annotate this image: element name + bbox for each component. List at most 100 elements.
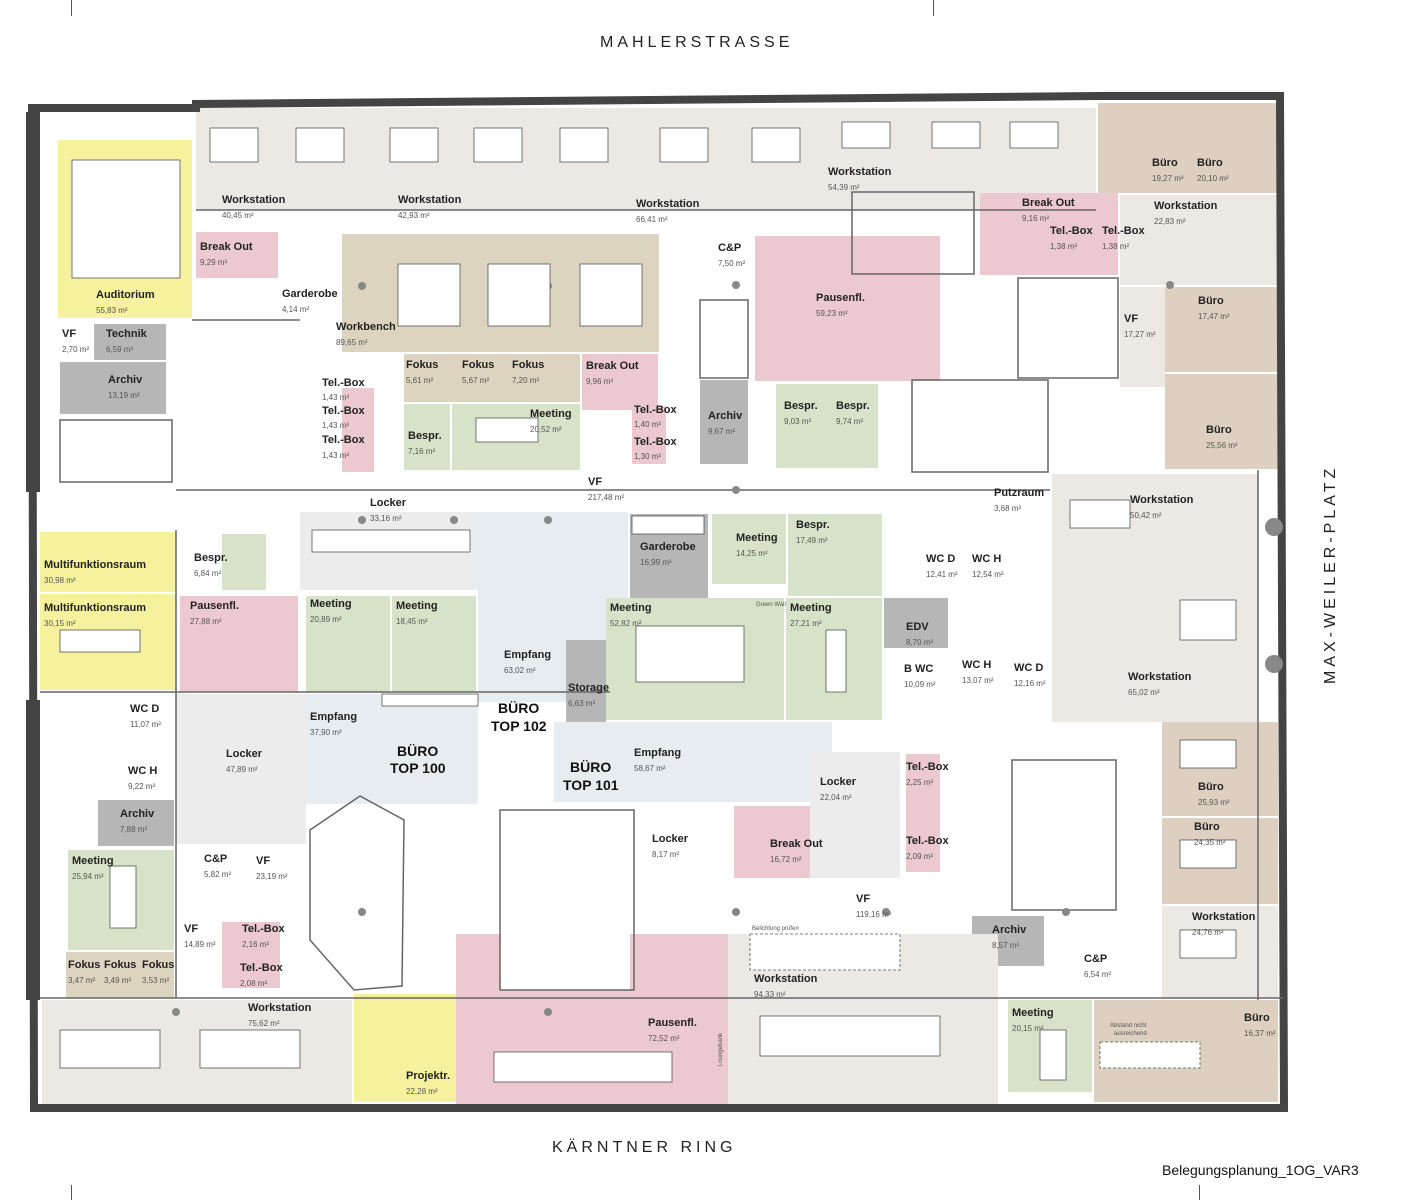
room-name-garderobe-a: Garderobe (282, 288, 338, 300)
zone-fokus-low (66, 952, 174, 998)
note-lounge: Loungebank (718, 1032, 724, 1066)
room-name-ws-b: Workstation (398, 194, 462, 206)
multi-table (59, 629, 141, 653)
column (732, 281, 740, 289)
room-area-buero-d: 25,56 m² (1206, 441, 1238, 450)
zone-bespr-d (222, 534, 266, 590)
desk-cluster (659, 127, 709, 163)
elevator-block (911, 379, 1049, 473)
room-area-fokus-f: 3,53 m² (142, 976, 169, 985)
desk-cluster (1069, 499, 1131, 529)
rotunda (309, 795, 405, 991)
room-name-breakout-a: Break Out (200, 241, 253, 253)
room-name-ws-h: Workstation (1192, 911, 1256, 923)
room-name-wcd-a: WC D (926, 553, 955, 565)
room-name-ws-a: Workstation (222, 194, 286, 206)
room-area-vf-c: 217,48 m² (588, 493, 624, 502)
desk-cluster (559, 127, 609, 163)
room-name-vf-c: VF (588, 476, 602, 488)
room-name-telbox-h: Tel.-Box (906, 761, 949, 773)
column (358, 282, 366, 290)
room-area-telbox-j: 2,16 m² (242, 940, 269, 949)
room-area-meeting-b: 14,25 m² (736, 549, 768, 558)
zone-meeting-d (392, 596, 476, 692)
room-name-fokus-a: Fokus (406, 359, 438, 371)
room-name-locker-b: Locker (226, 748, 263, 760)
meeting-table (109, 865, 137, 929)
room-name-meeting-h: Meeting (1012, 1007, 1054, 1019)
room-area-ws-a: 40,45 m² (222, 211, 254, 220)
zone-bespr-a (404, 404, 450, 470)
locker-row (311, 529, 471, 553)
room-name-bespr-e: Bespr. (796, 519, 830, 531)
room-name-archiv-b: Archiv (708, 410, 743, 422)
room-area-pausen-b: 27,88 m² (190, 617, 222, 626)
room-name-breakout-b: Break Out (1022, 197, 1075, 209)
room-name-telbox-e: Tel.-Box (322, 434, 365, 446)
room-area-cp-a: 7,50 m² (718, 259, 745, 268)
room-name-breakout-d: Break Out (770, 838, 823, 850)
zone-reception-101 (554, 722, 832, 802)
note-abstand-1: Abstand nicht (1110, 1023, 1147, 1029)
room-area-locker-b: 47,89 m² (226, 765, 258, 774)
core-block-bottom (499, 809, 635, 991)
room-name-telbox-g: Tel.-Box (634, 436, 677, 448)
room-name-bespr-b: Bespr. (784, 400, 818, 412)
room-area-archiv-a: 13,19 m² (108, 391, 140, 400)
workbench-table (579, 263, 643, 327)
desk-cluster (751, 127, 801, 163)
note-belichtung: Belichtung prüfen (752, 926, 799, 932)
room-area-wcd-a: 12,41 m² (926, 570, 958, 579)
room-name-multi-b: Multifunktionsraum (44, 602, 146, 614)
column (882, 908, 890, 916)
plan-caption: Belegungsplanung_1OG_VAR3 (1162, 1162, 1359, 1178)
room-name-ws-i: Workstation (754, 973, 818, 985)
walls (26, 92, 1289, 1112)
room-name-locker-c: Locker (820, 776, 857, 788)
room-area-meeting-h: 20,15 m² (1012, 1024, 1044, 1033)
locker-row (381, 693, 479, 707)
room-name-fokus-b: Fokus (462, 359, 494, 371)
columns (172, 281, 1283, 1016)
room-name-pausen-b: Pausenfl. (190, 600, 239, 612)
desk-cluster (1179, 839, 1237, 869)
zone-bespr-bc (776, 384, 878, 468)
zone-storage (566, 640, 606, 722)
room-name-vf-a: VF (62, 328, 76, 340)
auditorium-seats (71, 159, 181, 279)
room-name-cp-c: C&P (1084, 953, 1107, 965)
zone-breakout-b (980, 193, 1118, 275)
desk-cluster (295, 127, 345, 163)
room-area-ws-g: 65,02 m² (1128, 688, 1160, 697)
room-area-ws-d: 54,39 m² (828, 183, 860, 192)
column (1265, 655, 1283, 673)
zone-workstation-right-top (1120, 195, 1278, 285)
tick-top-left (71, 0, 72, 16)
room-area-meeting-c: 20,89 m² (310, 615, 342, 624)
room-area-vf-a: 2,70 m² (62, 345, 89, 354)
room-name-telbox-k: Tel.-Box (240, 962, 283, 974)
room-name-bwc: B WC (904, 663, 933, 675)
desk-cluster (1179, 739, 1237, 769)
room-area-buero-b: 20,10 m² (1197, 174, 1229, 183)
room-name-wcd-c: WC D (130, 703, 159, 715)
room-area-telbox-i: 2,09 m² (906, 852, 933, 861)
room-name-fokus-d: Fokus (68, 959, 100, 971)
room-area-telbox-k: 2,08 m² (240, 979, 267, 988)
note-green-wall: Green Wall (756, 602, 786, 608)
room-area-empfang-b: 37,90 m² (310, 728, 342, 737)
zone-core-stairs (500, 810, 630, 990)
room-area-meeting-g: 25,94 m² (72, 872, 104, 881)
desk-cluster (1099, 1041, 1201, 1069)
room-area-wch-c: 9,22 m² (128, 782, 155, 791)
tick-bottom-left (71, 1185, 72, 1200)
room-name-empfang-b: Empfang (310, 711, 357, 723)
zone-reception-100 (306, 694, 478, 804)
room-area-multi-b: 30,15 m² (44, 619, 76, 628)
zone-archiv-a (60, 362, 166, 414)
zone-office-right-2 (1165, 374, 1278, 469)
desk-cluster (1179, 929, 1237, 959)
zone-technik (94, 324, 166, 360)
room-area-wcd-b: 12,16 m² (1014, 679, 1046, 688)
room-area-edv: 8,70 m² (906, 638, 933, 647)
